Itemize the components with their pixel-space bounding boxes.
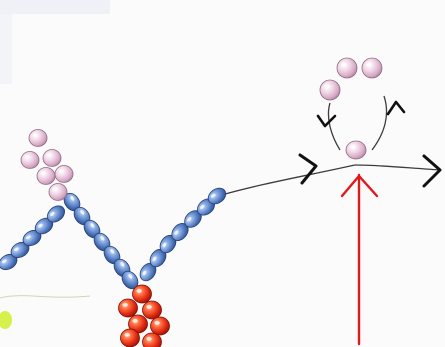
pink-bead [337, 58, 357, 78]
pink-bead [49, 184, 67, 201]
paper-texture [0, 14, 12, 84]
red-bead [133, 285, 152, 303]
pink-bead [320, 80, 340, 100]
pink-bead [362, 58, 382, 78]
pink-bead [55, 166, 73, 183]
red-bead [143, 333, 162, 347]
red-bead [143, 301, 162, 319]
pink-bead [21, 152, 39, 169]
pink-bead [43, 150, 61, 167]
red-bead [151, 317, 170, 335]
pink-bead [29, 130, 47, 147]
red-bead [121, 329, 140, 347]
pink-bead [346, 141, 366, 159]
red-bead [119, 299, 138, 317]
paper-texture [0, 0, 110, 14]
pink-bead [37, 168, 55, 185]
